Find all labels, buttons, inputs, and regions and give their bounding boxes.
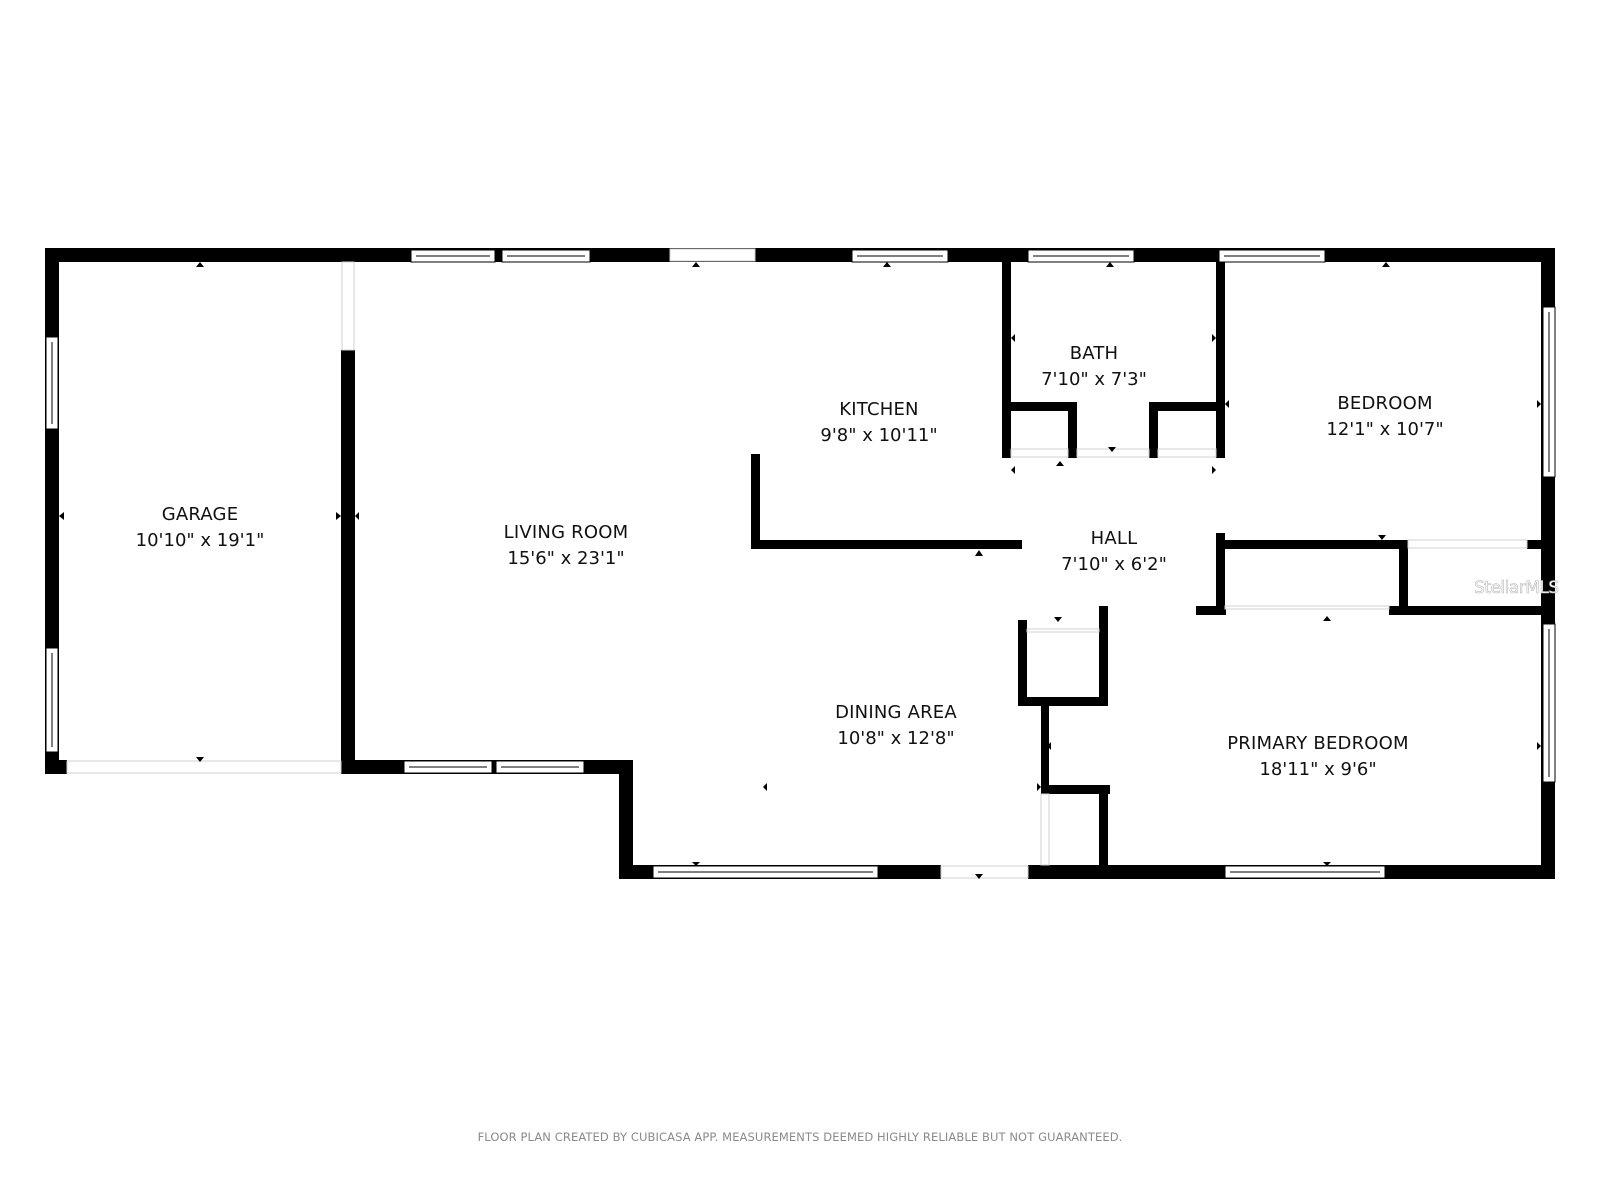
windows [45,248,1556,879]
room-hall: HALL 7'10" x 6'2" [1061,526,1167,578]
room-kitchen: KITCHEN 9'8" x 10'11" [820,397,937,449]
room-dimensions: 12'1" x 10'7" [1326,419,1444,440]
room-bedroom: BEDROOM 12'1" x 10'7" [1326,391,1443,443]
room-living-room: LIVING ROOM 15'6" x 23'1" [504,520,629,572]
exterior-walls [45,248,1555,879]
room-name: BATH [1069,343,1119,364]
room-name: PRIMARY BEDROOM [1227,733,1409,754]
room-dining-area: DINING AREA 10'8" x 12'8" [835,700,957,752]
dimension-markers [59,262,1541,879]
room-bath: BATH 7'10" x 7'3" [1041,341,1147,393]
room-name: BEDROOM [1337,393,1433,414]
room-dimensions: 10'8" x 12'8" [837,728,955,749]
room-dimensions: 7'10" x 7'3" [1041,369,1147,390]
footer-disclaimer: FLOOR PLAN CREATED BY CUBICASA APP. MEAS… [477,1130,1123,1144]
room-name: DINING AREA [835,702,957,723]
room-dimensions: 10'10" x 19'1" [135,530,265,551]
room-dimensions: 9'8" x 10'11" [820,425,938,446]
watermark: StellarMLS [1474,578,1560,599]
room-garage: GARAGE 10'10" x 19'1" [136,502,265,554]
room-dimensions: 15'6" x 23'1" [507,548,625,569]
room-name: HALL [1090,528,1138,549]
room-name: LIVING ROOM [503,522,629,543]
room-name: GARAGE [161,504,239,525]
room-primary-bedroom: PRIMARY BEDROOM 18'11" x 9'6" [1227,731,1409,783]
room-name: KITCHEN [839,399,919,420]
room-dimensions: 18'11" x 9'6" [1259,759,1377,780]
room-dimensions: 7'10" x 6'2" [1061,554,1167,575]
interior-walls [341,248,1555,875]
